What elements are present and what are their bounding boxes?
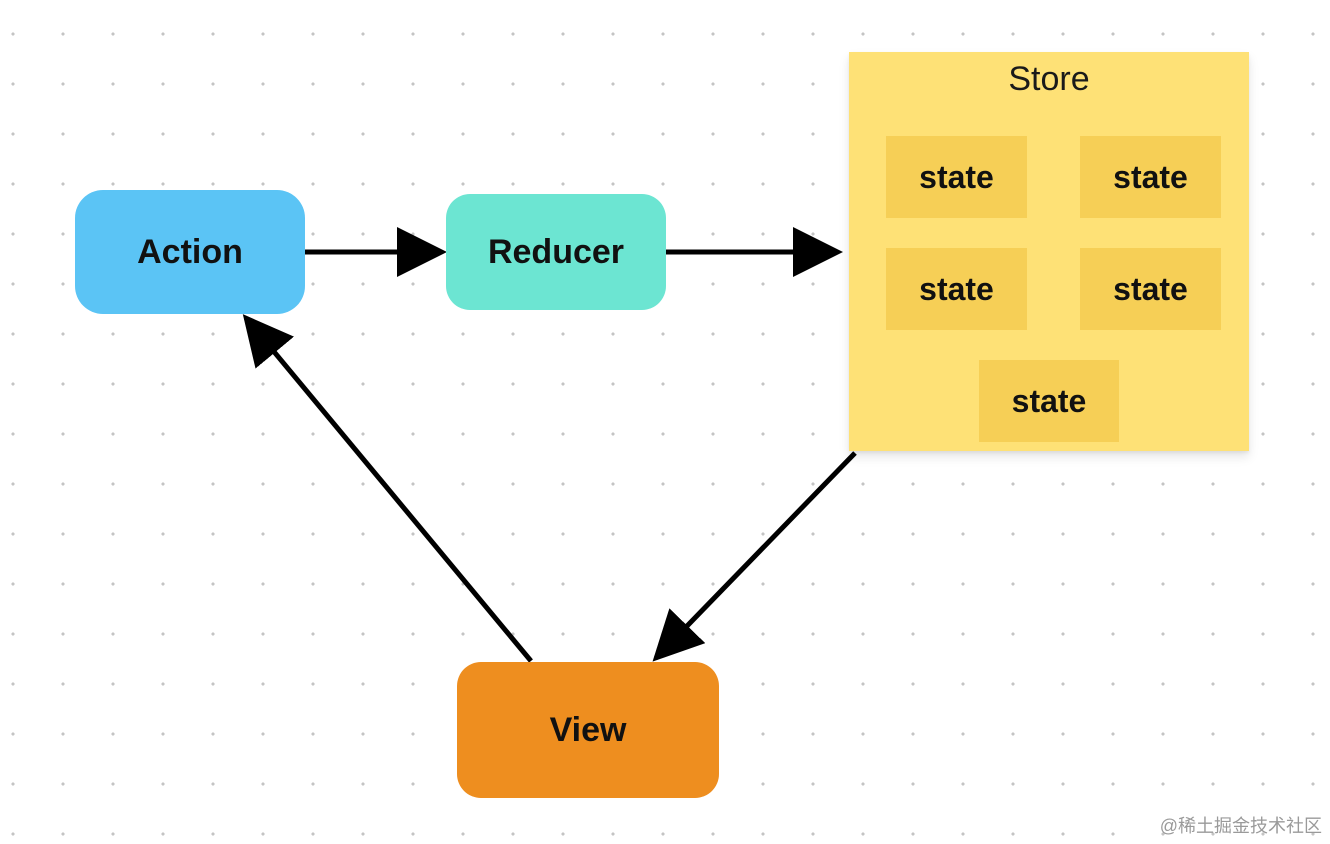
reducer-node[interactable]: Reducer [446,194,666,310]
state-label: state [919,270,994,307]
edge-view-to-action [242,314,533,663]
watermark: @稀土掘金技术社区 [1159,816,1322,836]
state-box[interactable]: state [1080,136,1221,218]
action-node-label: Action [137,232,243,271]
edge-store-to-view [652,451,857,662]
state-box[interactable]: state [886,248,1027,330]
view-node-label: View [549,710,627,749]
reducer-node-label: Reducer [487,232,625,271]
store-container[interactable]: Store state state state state state [849,52,1249,451]
state-box[interactable]: state [886,136,1027,218]
view-node[interactable]: View [457,662,719,798]
state-box[interactable]: state [979,360,1119,442]
state-label: state [919,158,994,195]
state-label: state [1113,158,1188,195]
store-title: Store [1008,60,1090,98]
state-box[interactable]: state [1080,248,1221,330]
action-node[interactable]: Action [75,190,305,314]
state-label: state [1011,382,1087,419]
state-label: state [1113,270,1188,307]
